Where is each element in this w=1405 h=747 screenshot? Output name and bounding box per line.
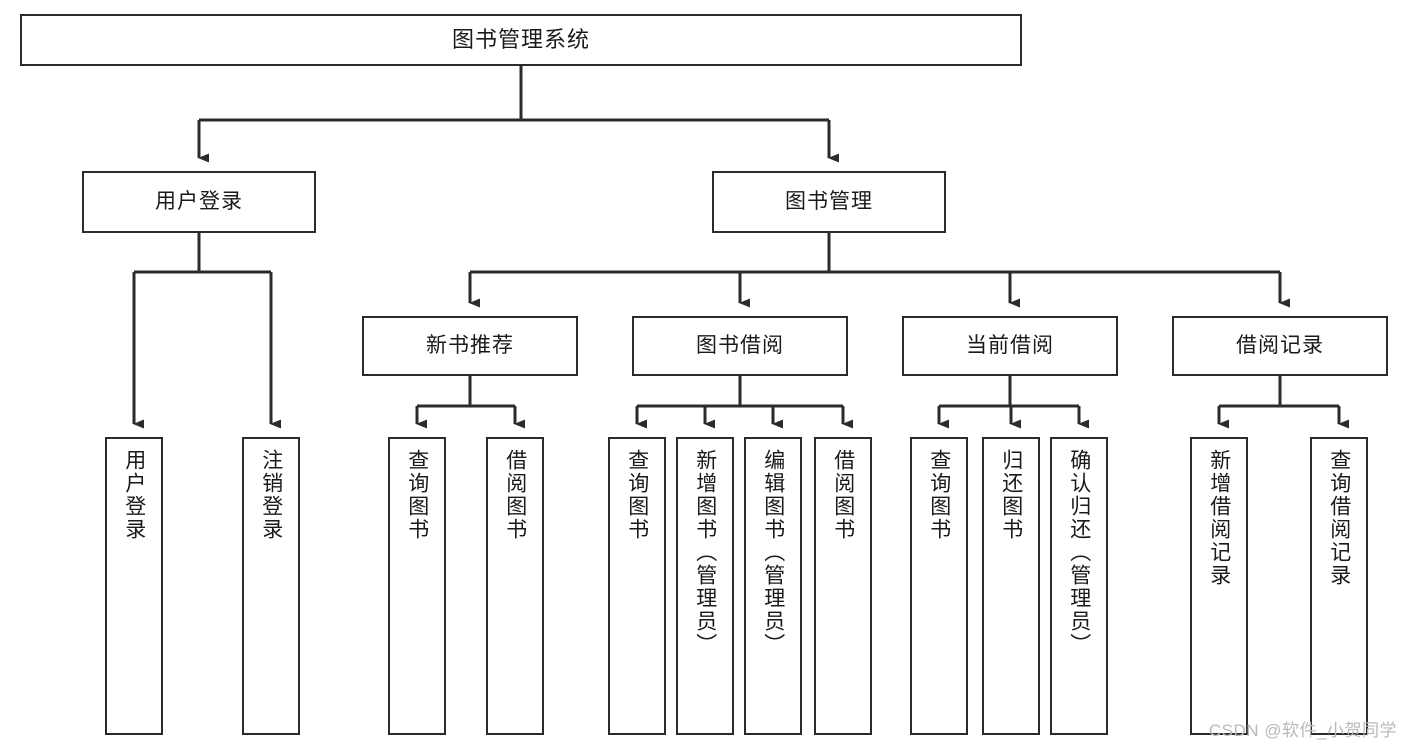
leaf-query-book-3[interactable]: 查询图书 (910, 437, 968, 735)
node-label: 查询图书 (405, 449, 429, 541)
node-label: 新书推荐 (426, 334, 514, 358)
node-new-book-recommend[interactable]: 新书推荐 (362, 316, 578, 376)
node-book-borrow[interactable]: 图书借阅 (632, 316, 848, 376)
node-label: 新增图书（管理员） (693, 449, 717, 656)
node-label: 图书借阅 (696, 334, 784, 358)
leaf-add-borrow-record[interactable]: 新增借阅记录 (1190, 437, 1248, 735)
node-label: 图书管理 (785, 190, 873, 214)
node-label: 查询借阅记录 (1327, 449, 1351, 587)
leaf-confirm-return[interactable]: 确认归还（管理员） (1050, 437, 1108, 735)
node-label: 查询图书 (625, 449, 649, 541)
leaf-query-book-2[interactable]: 查询图书 (608, 437, 666, 735)
node-label: 查询图书 (927, 449, 951, 541)
node-label: 借阅图书 (503, 449, 527, 541)
leaf-borrow-book-1[interactable]: 借阅图书 (486, 437, 544, 735)
node-current-borrow[interactable]: 当前借阅 (902, 316, 1118, 376)
leaf-return-book[interactable]: 归还图书 (982, 437, 1040, 735)
leaf-query-borrow-record[interactable]: 查询借阅记录 (1310, 437, 1368, 735)
leaf-edit-book[interactable]: 编辑图书（管理员） (744, 437, 802, 735)
leaf-borrow-book-2[interactable]: 借阅图书 (814, 437, 872, 735)
node-label: 用户登录 (155, 190, 243, 214)
node-label: 编辑图书（管理员） (761, 449, 785, 656)
node-user-login[interactable]: 用户登录 (82, 171, 316, 233)
node-label: 归还图书 (999, 449, 1023, 541)
node-root-system[interactable]: 图书管理系统 (20, 14, 1022, 66)
node-label: 借阅图书 (831, 449, 855, 541)
node-book-manage[interactable]: 图书管理 (712, 171, 946, 233)
node-label: 当前借阅 (966, 334, 1054, 358)
node-label: 注销登录 (259, 449, 283, 541)
leaf-user-logout[interactable]: 注销登录 (242, 437, 300, 735)
node-label: 新增借阅记录 (1207, 449, 1231, 587)
watermark: CSDN @软件_小贺同学 (1208, 721, 1397, 740)
leaf-add-book[interactable]: 新增图书（管理员） (676, 437, 734, 735)
node-label: 用户登录 (122, 449, 146, 541)
leaf-user-login[interactable]: 用户登录 (105, 437, 163, 735)
node-borrow-record[interactable]: 借阅记录 (1172, 316, 1388, 376)
leaf-query-book-1[interactable]: 查询图书 (388, 437, 446, 735)
node-label: 图书管理系统 (451, 26, 590, 52)
node-label: 确认归还（管理员） (1067, 449, 1091, 656)
node-label: 借阅记录 (1236, 334, 1324, 358)
